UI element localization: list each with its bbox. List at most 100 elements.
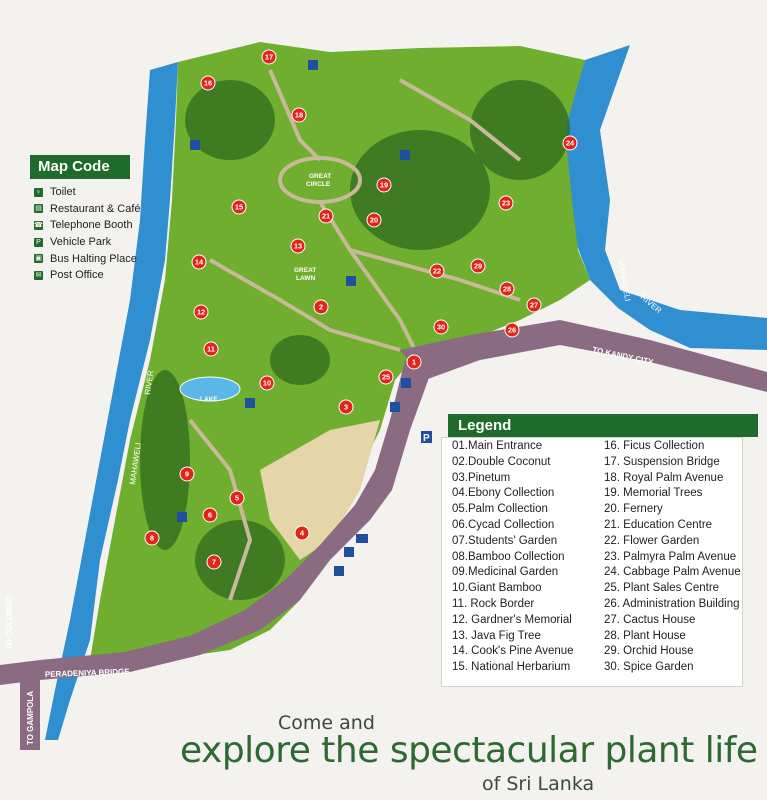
tagline-line-3: of Sri Lanka xyxy=(482,773,595,795)
marker-number: 12 xyxy=(197,308,205,317)
great-circle-label-1: GREAT xyxy=(309,173,331,180)
legend-item: 02.Double Coconut xyxy=(452,455,551,468)
colombo-road xyxy=(0,660,40,685)
kandy-road xyxy=(400,320,767,392)
legend-item: 01.Main Entrance xyxy=(452,440,543,452)
location-marker-9[interactable]: 9 xyxy=(179,466,195,482)
toilet-icon xyxy=(177,512,187,522)
legend-item: 05.Palm Collection xyxy=(452,503,548,516)
mahaweli-river-left xyxy=(45,62,178,740)
location-marker-12[interactable]: 12 xyxy=(193,304,209,320)
marker-number: 9 xyxy=(185,470,189,479)
legend-item: 30. Spice Garden xyxy=(604,661,694,674)
great-lawn-label-1: GREAT xyxy=(294,267,316,274)
legend-item: 08.Bamboo Collection xyxy=(452,550,565,563)
location-marker-4[interactable]: 4 xyxy=(294,525,310,541)
legend-item: 19. Memorial Trees xyxy=(604,487,703,500)
restaurant-icon: ▤ xyxy=(34,204,43,214)
toilet-icon xyxy=(190,140,200,150)
location-marker-14[interactable]: 14 xyxy=(191,254,207,270)
marker-number: 22 xyxy=(433,267,441,276)
location-marker-15[interactable]: 15 xyxy=(231,199,247,215)
legend-item: 07.Students' Garden xyxy=(452,534,558,547)
gampola-road-label: TO GAMPOLA xyxy=(26,691,35,745)
map-code-item: ▣ Bus Halting Place xyxy=(34,250,141,267)
map-code-item: ▤Restaurant & Café xyxy=(34,201,141,218)
location-marker-18[interactable]: 18 xyxy=(291,107,307,123)
svg-text:P: P xyxy=(423,433,430,444)
location-marker-11[interactable]: 11 xyxy=(203,341,219,357)
legend-item: 28. Plant House xyxy=(604,629,686,642)
location-marker-17[interactable]: 17 xyxy=(261,49,277,65)
legend-box xyxy=(441,437,743,687)
marker-number: 14 xyxy=(195,258,204,267)
location-marker-23[interactable]: 23 xyxy=(498,195,514,211)
legend-item: 03.Pinetum xyxy=(452,471,511,484)
location-marker-25[interactable]: 25 xyxy=(378,369,394,385)
location-marker-24[interactable]: 24 xyxy=(562,135,578,151)
parking-icon xyxy=(421,431,432,443)
map-code-label: Telephone Booth xyxy=(50,219,133,232)
marker-number: 17 xyxy=(265,53,273,62)
location-marker-7[interactable]: 7 xyxy=(206,554,222,570)
legend-item: 20. Fernery xyxy=(604,503,663,516)
location-marker-2[interactable]: 2 xyxy=(313,299,329,315)
location-marker-20[interactable]: 20 xyxy=(366,212,382,228)
location-marker-19[interactable]: 19 xyxy=(376,177,392,193)
marker-number: 21 xyxy=(322,212,330,221)
location-marker-6[interactable]: 6 xyxy=(202,507,218,523)
map-code-label: Vehicle Park xyxy=(50,236,112,249)
legend-item: 25. Plant Sales Centre xyxy=(604,582,720,595)
bus-icon xyxy=(334,566,344,576)
location-marker-5[interactable]: 5 xyxy=(229,490,245,506)
map-code-item: ☎Telephone Booth xyxy=(34,217,141,234)
legend-item: 06.Cycad Collection xyxy=(452,518,555,531)
location-marker-21[interactable]: 21 xyxy=(318,208,334,224)
legend-item: 24. Cabbage Palm Avenue xyxy=(604,566,741,579)
location-marker-10[interactable]: 10 xyxy=(259,375,275,391)
peradeniya-bridge-label: PERADENIYA BRIDGE xyxy=(45,667,131,679)
marker-number: 11 xyxy=(207,345,215,354)
marker-number: 16 xyxy=(204,79,212,88)
marker-number: 30 xyxy=(437,323,445,332)
legend-item: 04.Ebony Collection xyxy=(452,487,555,500)
marker-number: 4 xyxy=(300,529,305,538)
marker-number: 24 xyxy=(566,139,575,148)
location-marker-16[interactable]: 16 xyxy=(200,75,216,91)
map-code-label: Bus Halting Place xyxy=(50,252,137,265)
legend-item: 23. Palmyra Palm Avenue xyxy=(604,550,737,563)
main-road xyxy=(40,360,430,680)
legend-item: 21. Education Centre xyxy=(604,518,713,531)
tagline-line-1: Come and xyxy=(278,712,375,734)
location-marker-29[interactable]: 29 xyxy=(470,258,486,274)
bus-icon: ▣ xyxy=(34,254,43,264)
legend-item: 29. Orchid House xyxy=(604,645,694,658)
location-marker-8[interactable]: 8 xyxy=(144,530,160,546)
marker-number: 8 xyxy=(150,534,154,543)
location-marker-26[interactable]: 26 xyxy=(504,322,520,338)
location-marker-30[interactable]: 30 xyxy=(433,319,449,335)
legend-item: 26. Administration Building xyxy=(604,597,740,610)
marker-number: 28 xyxy=(503,285,511,294)
marker-number: 1 xyxy=(412,358,416,367)
location-marker-3[interactable]: 3 xyxy=(338,399,354,415)
toilet-icon: ♀ xyxy=(34,187,43,197)
lake xyxy=(179,376,241,402)
marker-number: 3 xyxy=(344,403,348,412)
location-markers: 1234567891011121314151617181920212223242… xyxy=(144,49,578,570)
legend-item: 17. Suspension Bridge xyxy=(604,455,720,468)
marker-number: 20 xyxy=(370,216,378,225)
legend-item: 15. National Herbarium xyxy=(452,661,571,674)
location-marker-28[interactable]: 28 xyxy=(499,281,515,297)
legend-title: Legend xyxy=(448,414,758,437)
marker-number: 10 xyxy=(263,379,271,388)
location-marker-13[interactable]: 13 xyxy=(290,238,306,254)
location-marker-1[interactable]: 1 xyxy=(406,354,422,370)
location-marker-22[interactable]: 22 xyxy=(429,263,445,279)
marker-number: 27 xyxy=(530,301,538,310)
restaurant-icon xyxy=(346,276,356,286)
legend-item: 18. Royal Palm Avenue xyxy=(604,471,724,484)
location-marker-27[interactable]: 27 xyxy=(526,297,542,313)
marker-number: 13 xyxy=(294,242,302,251)
